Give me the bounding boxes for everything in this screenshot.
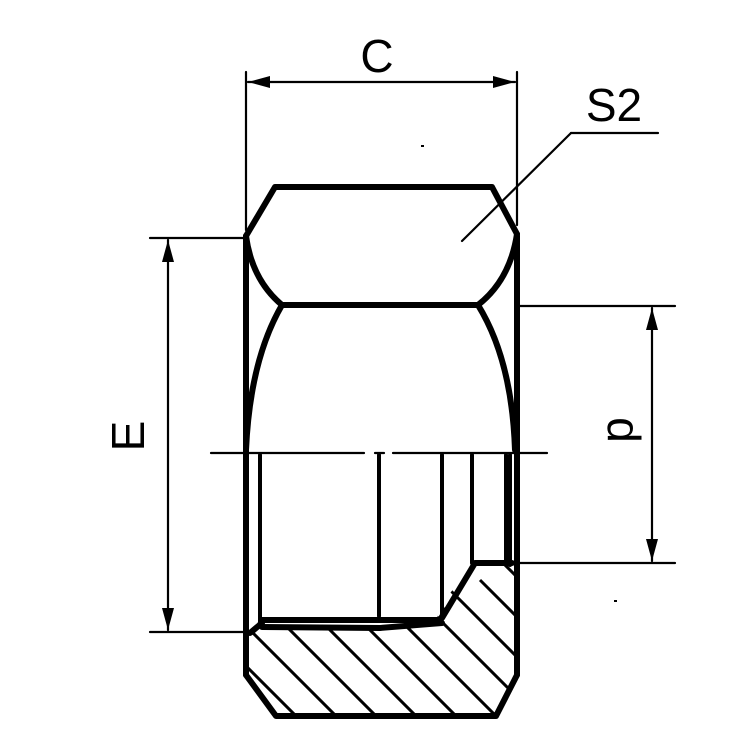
- stray-dot: [614, 600, 617, 602]
- dimension-d: d: [518, 304, 677, 565]
- dimension-c: C: [244, 30, 519, 232]
- dimension-e: E: [102, 236, 247, 634]
- section-hatching: [248, 563, 520, 716]
- dimension-label-d: d: [598, 417, 650, 443]
- bore: [247, 453, 515, 636]
- dimension-label-s2: S2: [586, 79, 642, 131]
- dimension-label-e: E: [102, 421, 154, 452]
- nut-body: [243, 184, 520, 719]
- stray-dot: [421, 145, 424, 147]
- dimension-label-c: C: [360, 30, 393, 82]
- dimension-s2: S2: [460, 79, 660, 243]
